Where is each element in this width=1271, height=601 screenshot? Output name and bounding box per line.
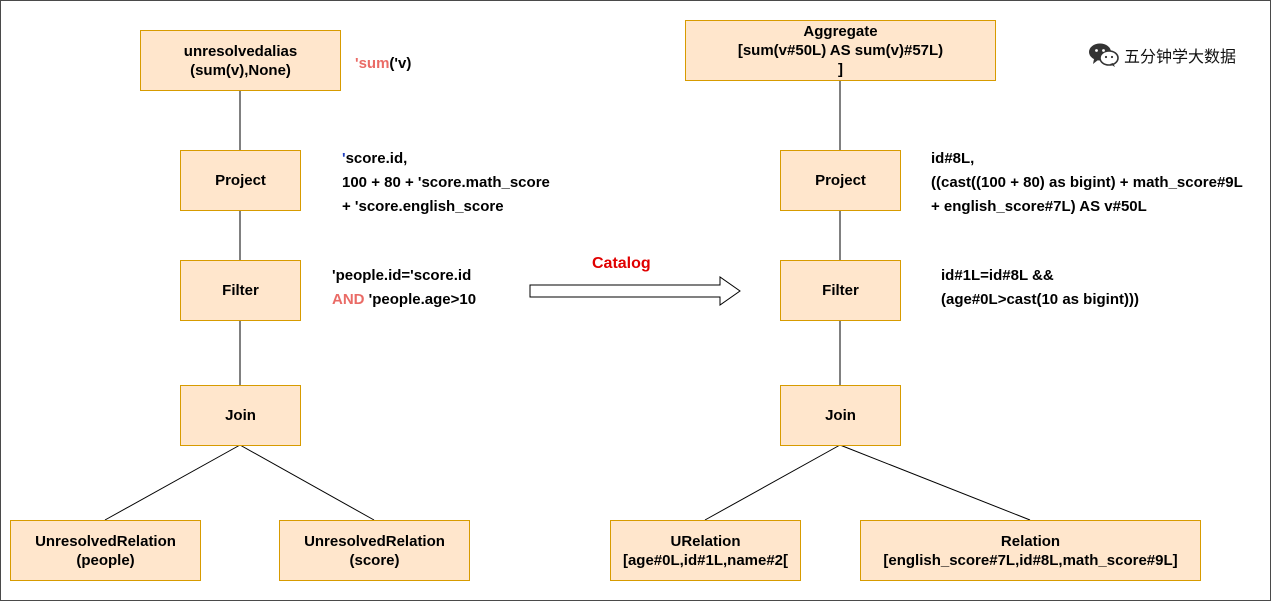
aggregate-close: ] [838,61,843,78]
filter-anno-l2: 'people.age>10 [364,291,477,308]
project-anno-l2: 100 + 80 + 'score.math_score [342,174,550,191]
filter-label-left: Filter [222,282,259,299]
project-annotation-right: id#8L, ((cast((100 + 80) as bigint) + ma… [931,147,1243,219]
relation-node: Relation [english_score#7L,id#8L,math_sc… [860,520,1201,581]
wechat-icon [1089,43,1119,67]
relation-attrs: [english_score#7L,id#8L,math_score#9L] [883,551,1178,569]
relation-score-arg: (score) [349,551,400,569]
project-node-left: Project [180,150,301,211]
aggregate-node: Aggregate [sum(v#50L) AS sum(v)#57L) ] [685,20,996,81]
project-anno-l3: + 'score.english_score [342,198,504,215]
filter-anno-l1: 'people.id='score.id [332,267,472,284]
relation-people-arg: (people) [76,551,135,569]
project-label-left: Project [215,172,266,189]
project-tick: ' [342,150,346,167]
join-label-left: Join [225,407,256,424]
project-r-anno-l1: id#8L, [931,150,975,167]
watermark-text: 五分钟学大数据 [1124,47,1237,66]
unresolvedalias-title: unresolvedalias [183,42,298,60]
filter-label-right: Filter [822,282,859,299]
filter-r-anno-l2: (age#0L>cast(10 as bigint))) [941,291,1139,308]
edge-join-urelation [704,444,841,521]
unresolvedalias-args: (sum(v),None) [190,61,291,79]
edge-join-score [239,444,375,521]
join-node-right: Join [780,385,901,446]
filter-annotation-right: id#1L=id#8L && (age#0L>cast(10 as bigint… [941,264,1139,312]
project-annotation-left: 'score.id, 100 + 80 + 'score.math_score … [342,147,550,219]
filter-node-right: Filter [780,260,901,321]
watermark: 五分钟学大数据 [1088,42,1236,68]
project-node-right: Project [780,150,901,211]
project-label-right: Project [815,172,866,189]
aggregate-title: Aggregate [803,23,878,40]
project-r-anno-l3: + english_score#7L) AS v#50L [931,198,1147,215]
edge-join-people [104,444,241,521]
relation-score-title: UnresolvedRelation [304,532,445,550]
urelation-title: URelation [670,532,741,550]
relation-people-title: UnresolvedRelation [35,532,176,550]
join-label-right: Join [825,407,856,424]
relation-title: Relation [1000,532,1061,550]
alias-sum-prefix: 'sum [355,55,390,72]
filter-r-anno-l1: id#1L=id#8L && [941,267,1054,284]
urelation-node: URelation [age#0L,id#1L,name#2[ [610,520,801,581]
filter-and-keyword: AND [332,291,365,308]
project-anno-l1: score.id, [345,150,408,167]
project-r-anno-l2: ((cast((100 + 80) as bigint) + math_scor… [931,174,1243,191]
relation-score-node: UnresolvedRelation (score) [279,520,470,581]
relation-people-node: UnresolvedRelation (people) [10,520,201,581]
edge-join-relation [839,444,1031,521]
catalog-label: Catalog [592,255,651,272]
alias-annotation: 'sum('v) [355,52,411,76]
aggregate-expr: [sum(v#50L) AS sum(v)#57L) [737,42,944,59]
join-node-left: Join [180,385,301,446]
catalog-arrow [529,276,741,306]
filter-node-left: Filter [180,260,301,321]
urelation-attrs: [age#0L,id#1L,name#2[ [622,551,789,569]
filter-annotation-left: 'people.id='score.id AND 'people.age>10 [332,264,476,312]
alias-sum-rest: ('v) [389,55,412,72]
unresolvedalias-node: unresolvedalias (sum(v),None) [140,30,341,91]
